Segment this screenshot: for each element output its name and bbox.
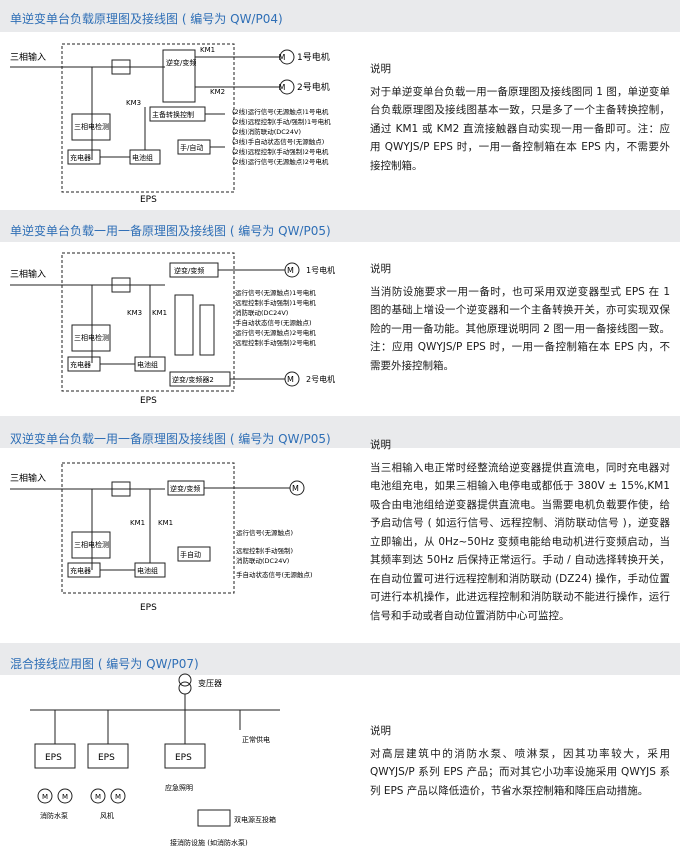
km2-label: KM2 — [210, 88, 225, 96]
section-1-header — [0, 0, 680, 32]
fan-label: 风机 — [100, 811, 114, 820]
battery-label: 电池组 — [132, 153, 153, 162]
section-4-header — [0, 643, 680, 675]
section-1-description: 说明 对于单逆变单台负载一用一备原理图及接线图同 1 图，单逆变单台负载原理图及… — [370, 60, 670, 175]
monitor-label: 三相电检测 — [74, 540, 109, 549]
section-4-diagram: 变压器 EPS EPS EPS M M M M 消防水泵 风机 应急照明 正常供… — [30, 673, 280, 847]
eps1-label: EPS — [45, 753, 62, 763]
eps3-label: EPS — [175, 753, 192, 763]
svg-text:M: M — [279, 83, 286, 92]
eps-label: EPS — [140, 603, 157, 613]
signal-5: 远程控制(手动强制)2号电机 — [235, 338, 316, 347]
signal-2: 消防联动(DC24V) — [235, 308, 288, 317]
svg-text:M: M — [95, 793, 101, 801]
signal-4: (2线)远程控制(手动强制)2号电机 — [232, 147, 329, 156]
desc-text: 当三相输入电正常时经整流给逆变器提供直流电，同时充电器对电池组充电，如果三相输入… — [370, 461, 670, 622]
desc-text: 对于单逆变单台负载一用一备原理图及接线图同 1 图，单逆变单台负载原理图及接线图… — [370, 85, 670, 172]
km1-label: KM1 — [200, 46, 215, 54]
lighting-label: 应急照明 — [165, 783, 193, 792]
svg-text:M: M — [287, 375, 294, 384]
section-2-diagram: 三相输入 逆变/变频 逆变/变频器2 M M 1号电机 2号电机 三相电检测 充… — [10, 252, 335, 406]
desc-text: 对高层建筑中的消防水泵、喷淋泵，因其功率较大，采用 QWYJS/P 系列 EPS… — [370, 747, 670, 797]
signal-4: 运行信号(无源触点)2号电机 — [235, 328, 316, 337]
km3-label: KM3 — [126, 99, 141, 107]
svg-text:M: M — [287, 266, 294, 275]
section-2-title: 单逆变单台负载一用一备原理图及接线图 ( 编号为 QW/P05) — [10, 224, 331, 238]
eps-label: EPS — [140, 396, 157, 406]
section-2-description: 说明 当消防设施要求一用一备时，也可采用双逆变器型式 EPS 在 1 图的基础上… — [370, 260, 670, 375]
input-label: 三相输入 — [10, 472, 46, 484]
signal-2: 消防联动(DC24V) — [236, 556, 289, 565]
section-1-title: 单逆变单台负载原理图及接线图 ( 编号为 QW/P04) — [10, 12, 283, 26]
section-3-title: 双逆变单台负载一用一备原理图及接线图 ( 编号为 QW/P05) — [10, 432, 331, 446]
desc-heading: 说明 — [370, 263, 391, 275]
battery-label: 电池组 — [137, 360, 158, 369]
desc-heading: 说明 — [370, 63, 391, 75]
monitor-label: 三相电检测 — [74, 333, 109, 342]
signal-5: (2线)运行信号(无源触点)2号电机 — [232, 157, 329, 166]
km1b-label: KM1 — [158, 519, 173, 527]
km3-label: KM3 — [127, 309, 142, 317]
charger-label: 充电器 — [70, 153, 91, 162]
desc-text: 当消防设施要求一用一备时，也可采用双逆变器型式 EPS 在 1 图的基础上增设一… — [370, 285, 670, 372]
charger-label: 充电器 — [70, 360, 91, 369]
section-4-title: 混合接线应用图 ( 编号为 QW/P07) — [10, 657, 199, 671]
input-label: 三相输入 — [10, 268, 46, 280]
signal-2: (2线)消防联动(DC24V) — [232, 127, 301, 136]
transformer-label: 变压器 — [198, 678, 222, 688]
svg-text:M: M — [292, 484, 299, 493]
inverter2-label: 逆变/变频器2 — [172, 375, 214, 384]
charger-label: 充电器 — [70, 566, 91, 575]
normal-label: 正常供电 — [242, 735, 270, 744]
section-3-description: 说明 当三相输入电正常时经整流给逆变器提供直流电，同时充电器对电池组充电，如果三… — [370, 436, 670, 625]
svg-text:M: M — [62, 793, 68, 801]
signal-0: (2线)运行信号(无源触点)1号电机 — [232, 107, 329, 116]
km1-label: KM1 — [152, 309, 167, 317]
inverter-label: 逆变/变频 — [170, 484, 200, 493]
inverter-label: 逆变/变频 — [166, 58, 196, 67]
signal-3: (3线)手自动状态信号(无源触点) — [232, 137, 324, 146]
monitor-label: 三相电检测 — [74, 122, 109, 131]
km1a-label: KM1 — [130, 519, 145, 527]
signal-1: 远程控制(手动强制) — [236, 546, 293, 555]
section-4-description: 说明 对高层建筑中的消防水泵、喷淋泵，因其功率较大，采用 QWYJS/P 系列 … — [370, 722, 670, 800]
main-switch-label: 主备转换控制 — [152, 110, 194, 119]
eps-label: EPS — [140, 195, 157, 204]
pump-label: 消防水泵 — [40, 811, 68, 820]
signal-1: 远程控制(手动强制)1号电机 — [235, 298, 316, 307]
motor1-label: 1号电机 — [297, 51, 330, 63]
fire-label: 接消防设施 (如消防水泵) — [170, 838, 248, 847]
signal-0: 运行信号(无源触点) — [236, 528, 293, 537]
section-3-diagram: 三相输入 逆变/变频 M 三相电检测 KM1 KM1 充电器 电池组 手自动 E… — [10, 462, 313, 613]
section-2-header — [0, 210, 680, 242]
signal-0: 运行信号(无源触点)1号电机 — [235, 288, 316, 297]
signal-1: (2线)远程控制(手动/强制)1号电机 — [232, 117, 331, 126]
signal-3: 手自动状态信号(无源触点) — [236, 570, 313, 579]
inverter1-label: 逆变/变频 — [174, 266, 204, 275]
manual-auto-label: 手/自动 — [180, 143, 203, 152]
svg-text:M: M — [115, 793, 121, 801]
desc-heading: 说明 — [370, 725, 391, 737]
eps2-label: EPS — [98, 753, 115, 763]
motor2-label: 2号电机 — [297, 81, 330, 93]
svg-text:M: M — [42, 793, 48, 801]
battery-label: 电池组 — [137, 566, 158, 575]
section-1-diagram: 三相输入 逆变/变频 KM1 KM2 KM3 M M 1号电机 2号电机 主备转… — [10, 43, 331, 204]
desc-heading: 说明 — [370, 439, 391, 451]
motor1-label: 1号电机 — [306, 265, 335, 275]
svg-text:M: M — [279, 53, 286, 62]
motor2-label: 2号电机 — [306, 374, 335, 384]
section-3-header — [0, 416, 680, 448]
dual-label: 双电源互投箱 — [234, 815, 276, 824]
input-label: 三相输入 — [10, 51, 46, 63]
signal-3: 手自动状态信号(无源触点) — [235, 318, 312, 327]
manual-auto-label: 手自动 — [180, 550, 201, 559]
